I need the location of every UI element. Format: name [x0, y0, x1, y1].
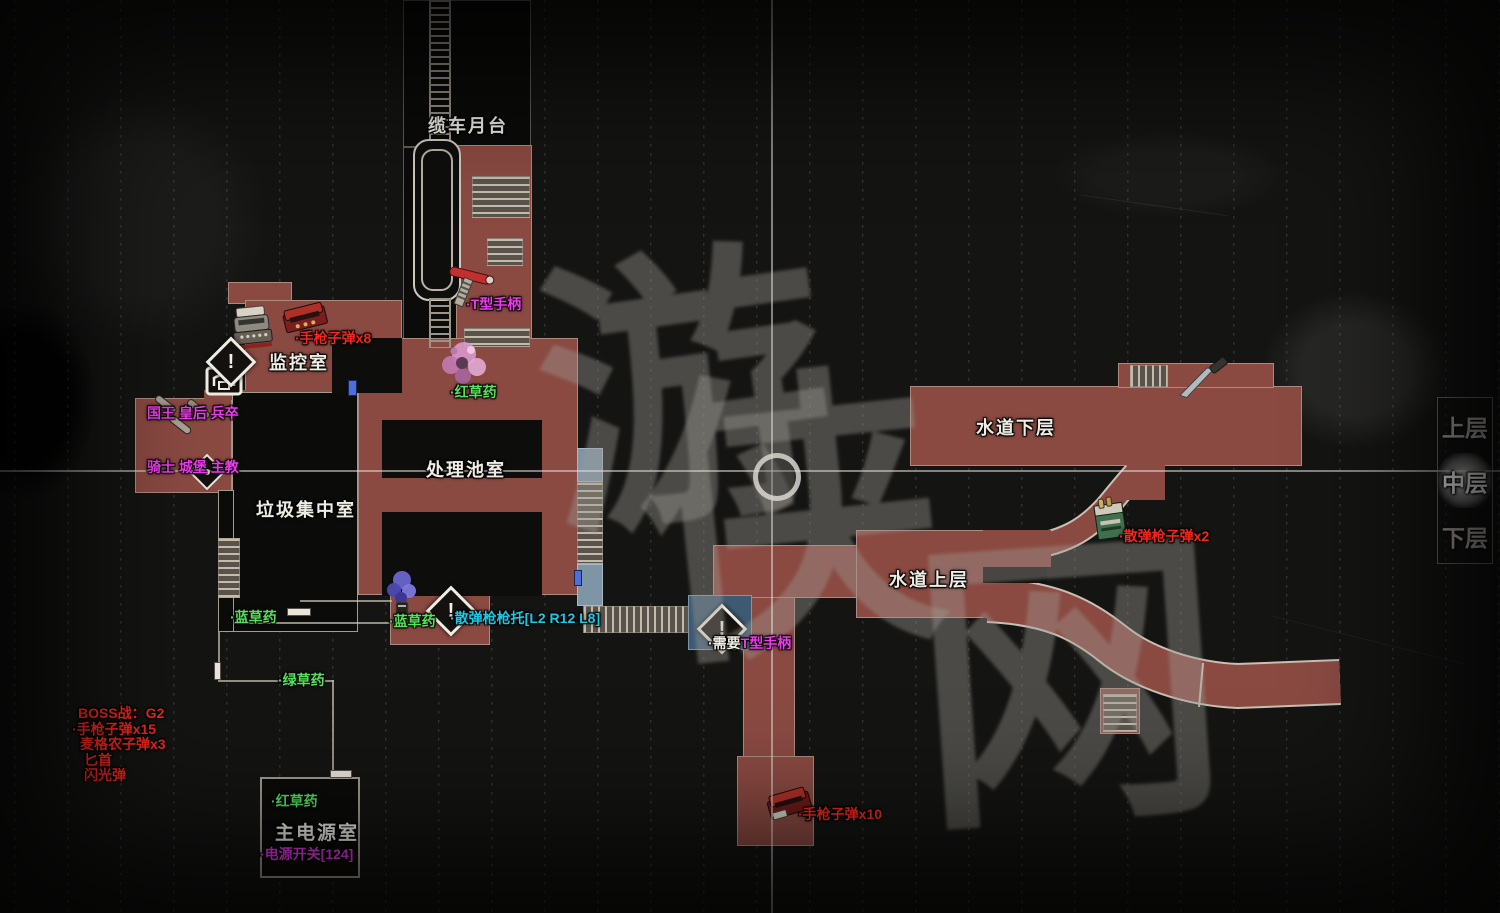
cable-track — [429, 298, 451, 348]
waterway-upper-fork-arm — [983, 530, 1051, 567]
layer-option-lower[interactable]: 下层 — [1442, 524, 1488, 551]
typewriter-icon — [230, 304, 274, 352]
fork-slot — [983, 567, 1047, 583]
cable-platform-structure — [403, 0, 531, 147]
boss-note: BOSS战：G2 ·手枪子弹x15 麦格农子弹x3 匕首 闪光弹 — [70, 705, 166, 784]
item-label-pistol-ammo-x10: ·手枪子弹x10 — [798, 806, 883, 822]
door-marker — [330, 770, 352, 778]
door-marker — [214, 662, 221, 680]
stairs — [218, 538, 240, 598]
stairs — [464, 328, 530, 347]
stairs — [577, 482, 603, 564]
crosshair-ring — [753, 453, 801, 501]
stairs — [472, 176, 530, 218]
door-marker — [348, 380, 357, 396]
boss-note-line: ·手枪子弹x15 — [72, 720, 157, 737]
cable-car-inner — [421, 149, 453, 291]
item-label-power-switch: ·电源开关[124] — [260, 846, 354, 862]
knife-icon — [1172, 350, 1238, 404]
item-label-chess-king-queen-pawn: 国王 皇后 兵卒 — [147, 405, 239, 421]
layer-option-upper[interactable]: 上层 — [1442, 414, 1488, 441]
boss-note-line: 麦格农子弹x3 — [80, 736, 166, 752]
main-power-room-shape — [260, 777, 360, 878]
stairs-bridge — [583, 606, 689, 633]
pistol-ammo-box-icon — [279, 297, 333, 340]
corridor-wall — [218, 680, 334, 682]
item-label-red-herb: ·红草药 — [271, 793, 318, 809]
waterway-upper-shape — [713, 545, 860, 598]
corridor-wall — [234, 622, 392, 624]
stair-landing — [577, 448, 603, 482]
item-label-red-herb: ·红草药 — [450, 384, 497, 400]
stairs — [487, 238, 523, 266]
stairs — [1103, 694, 1137, 732]
crosshair-horizontal-line — [0, 470, 1500, 472]
room-label-monitor-room: 监控室 — [269, 353, 329, 373]
item-label-pistol-ammo-x8: ·手枪子弹x8 — [295, 330, 372, 346]
corridor-wall — [300, 600, 392, 602]
exclamation-glyph: ! — [227, 350, 235, 373]
boss-note-line: 匕首 — [84, 751, 112, 768]
item-label-shotgun-stock: ·散弹枪枪托[L2 R12 L8] — [450, 610, 601, 626]
needs-prefix: ·需要 — [708, 635, 741, 651]
boss-note-line: 闪光弹 — [84, 767, 126, 783]
item-label-green-herb: ·绿草药 — [278, 672, 325, 688]
layer-option-middle-selected[interactable]: 中层 — [1438, 453, 1492, 508]
door-marker — [287, 608, 311, 616]
waterway-lower-shape — [910, 386, 1302, 466]
boss-note-title: BOSS战：G2 — [78, 705, 165, 721]
room-label-waterway-lower: 水道下层 — [976, 418, 1056, 438]
room-label-cable-platform: 缆车月台 — [428, 116, 508, 136]
pistol-ammo-box-icon — [762, 780, 818, 826]
chess-pieces-icon — [146, 392, 226, 444]
item-label-chess-knight-rook-bishop: 骑士 城堡 主教 — [147, 459, 239, 475]
item-label-t-handle: ·T型手柄 — [466, 296, 522, 312]
horn-corridor-start — [983, 583, 1021, 618]
layer-switcher: 上层 中层 下层 — [1437, 397, 1493, 564]
monitor-room-cutout — [332, 338, 402, 393]
stairs — [1130, 365, 1168, 387]
door-marker — [574, 570, 582, 586]
corridor-wall — [218, 632, 220, 680]
blue-herb-icon — [386, 568, 418, 616]
item-label-needs-t-handle: ·需要T型手柄 — [708, 633, 791, 653]
t-handle-icon — [437, 258, 500, 319]
item-label-shotgun-shells-x2: ·散弹枪子弹x2 — [1119, 528, 1210, 544]
treatment-pool-cutout — [382, 420, 542, 478]
room-label-treatment-pool: 处理池室 — [426, 460, 506, 480]
shotgun-shells-box-icon — [1089, 494, 1133, 547]
waterway-upper-shape — [856, 530, 986, 618]
cable-track — [429, 0, 451, 142]
room-label-garbage-room: 垃圾集中室 — [256, 500, 356, 520]
room-label-main-power: 主电源室 — [275, 823, 360, 844]
garbage-room-shape — [232, 392, 358, 632]
item-label-blue-herb: ·蓝草药 — [230, 609, 277, 625]
corridor-wall — [332, 680, 334, 777]
room-label-waterway-upper: 水道上层 — [889, 570, 969, 590]
red-herb-icon — [438, 336, 490, 390]
needs-item: T型手柄 — [740, 635, 792, 651]
item-label-blue-herb: ·蓝草药 — [389, 613, 436, 629]
